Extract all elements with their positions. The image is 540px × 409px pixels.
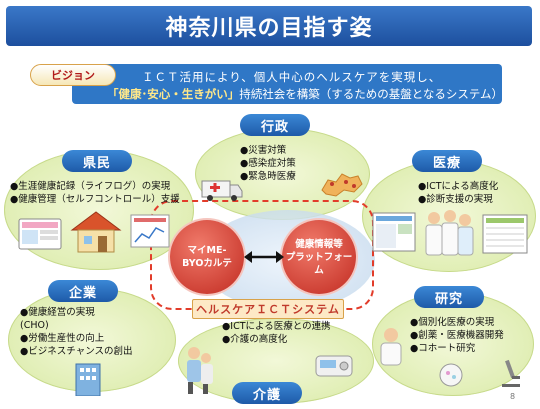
ambulance-icon bbox=[201, 180, 243, 201]
iryo-item: ●診断支援の実現 bbox=[418, 194, 493, 205]
medical-device-image bbox=[315, 355, 353, 377]
iryo-item: ●ICTによる高度化 bbox=[418, 181, 499, 192]
my-me-byo-karte-line-2: BYOカルテ bbox=[182, 258, 232, 269]
kaigo-item: ●介護の高度化 bbox=[222, 334, 288, 345]
gyosei-item: ●災害対策 bbox=[240, 145, 287, 156]
healthcare-ict-system-text: ヘルスケアＩＣＴシステム bbox=[196, 303, 340, 316]
kenkyu-items: ●個別化医療の実現 ●創薬・医療機器開発 ●コホート研究 bbox=[410, 316, 504, 355]
health-platform-node: 健康情報等プラットフォーム bbox=[282, 220, 356, 294]
my-me-byo-karte-label: マイME- BYOカルテ bbox=[182, 244, 232, 270]
slide-title-text: 神奈川県の目指す姿 bbox=[165, 16, 373, 41]
gyosei-label-text: 行政 bbox=[260, 119, 289, 135]
kigyo-item: (CHO) bbox=[20, 320, 49, 331]
kenkyu-item: ●コホート研究 bbox=[410, 343, 476, 354]
gyosei-item: ●緊急時医療 bbox=[240, 171, 296, 182]
gyosei-bubble bbox=[195, 128, 370, 220]
health-platform-label: 健康情報等プラットフォーム bbox=[286, 238, 353, 277]
chart-sheet-image bbox=[130, 214, 170, 248]
building-icon bbox=[75, 363, 101, 396]
researcher-image bbox=[380, 328, 402, 366]
kigyo-label: 企業 bbox=[48, 280, 118, 302]
medical-form-image bbox=[482, 214, 528, 254]
vision-tag: ビジョン bbox=[30, 64, 116, 86]
kaigo-items: ●ICTによる医療との連携 ●介護の高度化 bbox=[222, 320, 331, 346]
kenmin-item: ●健康管理（セルフコントロール）支援 bbox=[10, 194, 180, 205]
caregiver-image bbox=[187, 347, 213, 394]
kenmin-items: ●生涯健康記録（ライフログ）の実現 ●健康管理（セルフコントロール）支援 bbox=[10, 180, 180, 206]
kenkyu-item: ●創薬・医療機器開発 bbox=[410, 330, 504, 341]
tablet-screen-image bbox=[18, 218, 62, 250]
gyosei-item: ●感染症対策 bbox=[240, 158, 296, 169]
microscope-icon bbox=[502, 359, 520, 387]
iryo-label-text: 医療 bbox=[432, 155, 461, 171]
map-image bbox=[321, 173, 363, 197]
kigyo-label-text: 企業 bbox=[68, 285, 97, 301]
vision-line-2: 「健康･安心・生きがい」持続社会を構築（するための基盤となるシステム） bbox=[107, 86, 503, 102]
vision-emphasis: 「健康･安心・生きがい」 bbox=[107, 87, 240, 101]
kenkyu-item: ●個別化医療の実現 bbox=[410, 317, 495, 328]
kenmin-label-text: 県民 bbox=[82, 155, 111, 171]
bidirectional-arrow-icon bbox=[244, 251, 284, 263]
kenkyu-label: 研究 bbox=[414, 286, 484, 308]
vision-line-2-rest: 持続社会を構築（するための基盤となるシステム） bbox=[239, 87, 504, 101]
healthcare-ict-system-label: ヘルスケアＩＣＴシステム bbox=[192, 299, 344, 319]
my-me-byo-karte-node: マイME- BYOカルテ bbox=[170, 220, 244, 294]
doctors-image bbox=[425, 210, 474, 256]
house-icon bbox=[70, 211, 122, 253]
iryo-label: 医療 bbox=[412, 150, 482, 172]
vision-box: ＩＣＴ活用により、個人中心のヘルスケアを実現し、 「健康･安心・生きがい」持続社… bbox=[72, 64, 503, 104]
kigyo-item: ●健康経営の実現 bbox=[20, 307, 95, 318]
gyosei-label: 行政 bbox=[240, 114, 310, 136]
kigyo-items: ●健康経営の実現 (CHO) ●労働生産性の向上 ●ビジネスチャンスの創出 bbox=[20, 306, 133, 358]
gyosei-items: ●災害対策 ●感染症対策 ●緊急時医療 bbox=[240, 144, 296, 183]
health-platform-line-1: 健康情報等 bbox=[295, 238, 343, 250]
page-number: 8 bbox=[510, 392, 516, 401]
vision-tag-label: ビジョン bbox=[51, 69, 95, 82]
kaigo-label: 介護 bbox=[232, 382, 302, 404]
iryo-items: ●ICTによる高度化 ●診断支援の実現 bbox=[418, 180, 498, 206]
vision-line-1: ＩＣＴ活用により、個人中心のヘルスケアを実現し、 bbox=[142, 70, 442, 84]
kaigo-item: ●ICTによる医療との連携 bbox=[222, 321, 331, 332]
kenmin-label: 県民 bbox=[62, 150, 132, 172]
kigyo-item: ●ビジネスチャンスの創出 bbox=[20, 346, 133, 357]
health-platform-line-2: プラットフォー bbox=[285, 251, 353, 263]
my-me-byo-karte-line-1: マイME- bbox=[187, 245, 227, 256]
kenmin-item: ●生涯健康記録（ライフログ）の実現 bbox=[10, 181, 171, 192]
slide-title: 神奈川県の目指す姿 bbox=[6, 6, 532, 46]
petri-dish-image bbox=[439, 363, 463, 387]
kaigo-label-text: 介護 bbox=[252, 387, 281, 403]
health-platform-line-3: ム bbox=[314, 264, 324, 276]
kigyo-item: ●労働生産性の向上 bbox=[20, 333, 105, 344]
kenkyu-label-text: 研究 bbox=[434, 291, 463, 307]
medical-screen-image bbox=[372, 212, 416, 252]
